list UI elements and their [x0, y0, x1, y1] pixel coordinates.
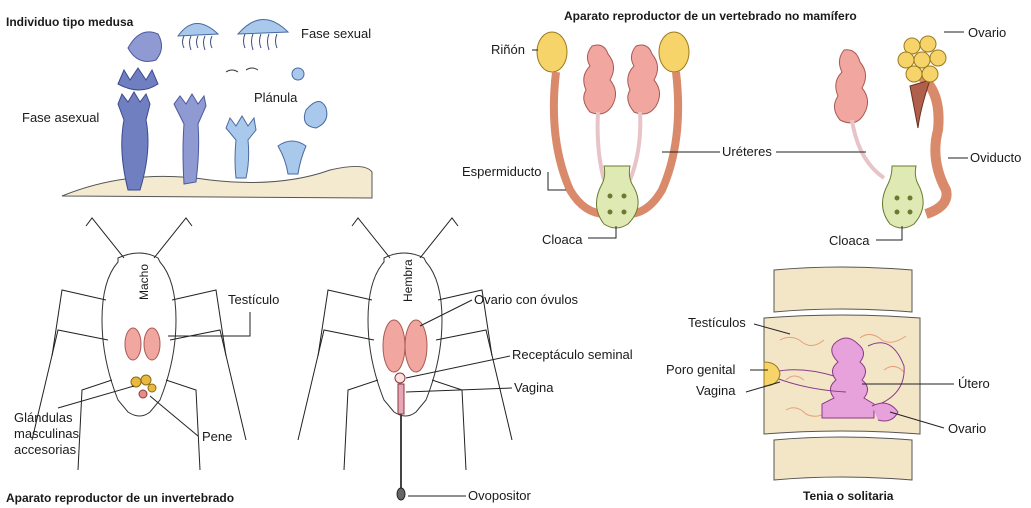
label-ureteres: Uréteres [722, 144, 772, 159]
label-receptaculo: Receptáculo seminal [512, 347, 633, 362]
accessory-gland-2 [141, 375, 151, 385]
label-hembra: Hembra [401, 259, 415, 302]
label-ovario-tenia: Ovario [948, 421, 986, 436]
kidney-right [659, 32, 689, 72]
medusa-title: Individuo tipo medusa [6, 15, 134, 29]
label-pene: Pene [202, 429, 232, 444]
oviduct-funnel [910, 80, 930, 128]
vertebrate-female [834, 36, 946, 228]
polyp-strobila-1 [118, 92, 150, 190]
polyp-4 [278, 141, 306, 174]
invertebrate-title: Aparato reproductor de un invertebrado [6, 491, 234, 505]
label-espermiducto: Espermiducto [462, 164, 541, 179]
proglottid-top [774, 267, 912, 312]
label-testiculo: Testículo [228, 292, 279, 307]
penis-mark [139, 390, 147, 398]
accessory-gland-1 [131, 377, 141, 387]
label-vagina-tenia: Vagina [696, 383, 736, 398]
label-fase-asexual: Fase asexual [22, 110, 99, 125]
medusa-adult-1 [178, 23, 218, 50]
male-testis-right [144, 328, 160, 360]
female-ovary-right [405, 320, 427, 372]
ovipositor-tip [397, 488, 405, 500]
label-testiculos: Testículos [688, 315, 746, 330]
seminal-receptacle [395, 373, 405, 383]
leader-pene [150, 396, 198, 436]
label-cloaca-hembra: Cloaca [829, 233, 870, 248]
sperm-marks [226, 68, 258, 72]
proglottid-bottom [774, 437, 912, 480]
tapeworm-title: Tenia o solitaria [803, 489, 894, 503]
polyp-3 [226, 116, 256, 178]
label-cloaca-macho: Cloaca [542, 232, 583, 247]
label-glandulas-2: masculinas [14, 426, 80, 441]
kidney-female [834, 50, 867, 123]
medusa-panel: Individuo tipo medusa Fase sexual Fase a… [6, 15, 372, 198]
female-insect: Hembra [298, 218, 512, 500]
planula-dot [292, 68, 304, 80]
testis-right [628, 45, 660, 114]
ephyra-crown [118, 68, 158, 90]
label-fase-sexual: Fase sexual [301, 26, 371, 41]
label-planula: Plánula [254, 90, 298, 105]
label-vagina: Vagina [514, 380, 554, 395]
ephyra-blob [128, 32, 162, 62]
vertebrate-panel: Aparato reproductor de un vertebrado no … [462, 9, 1021, 248]
vagina-tube [398, 384, 404, 414]
label-ovario-ovulos: Ovario con óvulos [474, 292, 579, 307]
invertebrate-panel: Aparato reproductor de un invertebrado M… [6, 218, 633, 505]
cloaca-female [882, 166, 923, 228]
ureter-left [598, 112, 604, 180]
vertebrate-title: Aparato reproductor de un vertebrado no … [564, 9, 857, 23]
label-ovario-vert: Ovario [968, 25, 1006, 40]
ureter-female [852, 120, 884, 178]
ureter-right [630, 112, 640, 180]
female-ovary-left [383, 320, 405, 372]
planula-blob [304, 101, 327, 128]
vertebrate-male [537, 32, 689, 228]
polyp-strobila-2 [174, 94, 206, 184]
accessory-gland-3 [148, 384, 156, 392]
label-ovopositor: Ovopositor [468, 488, 532, 503]
ovary-cluster [898, 36, 946, 82]
kidney-left [537, 32, 567, 72]
label-poro-genital: Poro genital [666, 362, 735, 377]
tapeworm-panel: Tenia o solitaria Testículos Poro genita… [666, 267, 990, 503]
label-rinon: Riñón [491, 42, 525, 57]
testis-left [584, 45, 616, 114]
label-glandulas-1: Glándulas [14, 410, 73, 425]
male-testis-left [125, 328, 141, 360]
sand-ground [62, 166, 372, 198]
leader-cloaca-h [876, 226, 902, 240]
label-glandulas-3: accesorias [14, 442, 77, 457]
label-macho: Macho [137, 264, 151, 300]
label-oviducto: Oviducto [970, 150, 1021, 165]
label-utero: Útero [958, 376, 990, 391]
medusa-adult-2 [238, 19, 288, 50]
